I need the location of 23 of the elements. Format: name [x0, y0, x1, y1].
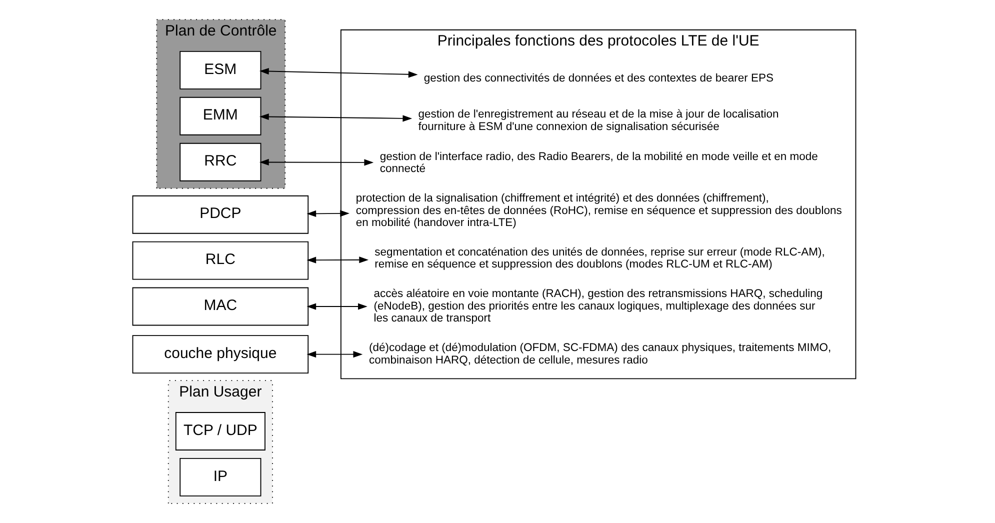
node-text: (dé)codage et (dé)modulation (OFDM, SC-FDMA) des canaux physiques, traitements MIMO, combinaison HARQ, détection de cellule, mesures radio	[368, 342, 831, 366]
node-box: RRC	[179, 142, 261, 182]
node-box: couche physique	[132, 335, 308, 374]
arrow	[306, 351, 362, 358]
arrow	[258, 158, 374, 166]
node-text: gestion de l'interface radio, des Radio Bearers, de la mobilité en mode veille et en mode connecté	[379, 150, 818, 176]
arrow	[306, 256, 368, 264]
arrow	[258, 113, 412, 122]
node-box: IP	[179, 458, 261, 496]
node-text: segmentation et concaténation des unités de données, reprise sur erreur (mode RLC-AM), remise en séquence et suppression des doublons (modes RLC-UM et RLC-AM)	[374, 246, 824, 271]
node-box: PDCP	[132, 195, 308, 234]
arrow	[306, 303, 367, 310]
node-box: ESM	[179, 50, 261, 90]
node-box: TCP / UDP	[174, 412, 265, 450]
node-box: MAC	[132, 287, 308, 326]
node-text: accès aléatoire en voie montante (RACH), gestion des retransmissions HARQ, scheduling (eNodeB), gestion des priorités entre les canaux logiques, multiplexage des données sur les canaux de transport	[373, 288, 822, 325]
arrow	[306, 210, 349, 217]
node-text: gestion des connectivités de données et des contextes de bearer EPS	[423, 72, 774, 85]
arrow	[258, 68, 418, 78]
node-text: protection de la signalisation (chiffrement et intégrité) et des données (chiffrement), compression des en-têtes de données (RoHC), remise en séquence et suppression des doublons en mobilité (handover intra-LTE)	[355, 192, 842, 229]
node-text: gestion de l'enregistrement au réseau et de la mise à jour de localisation fourniture à ESM d'une connexion de signalisation sécurisée	[418, 108, 778, 133]
node-box: EMM	[179, 96, 261, 136]
node-box: RLC	[132, 241, 308, 280]
